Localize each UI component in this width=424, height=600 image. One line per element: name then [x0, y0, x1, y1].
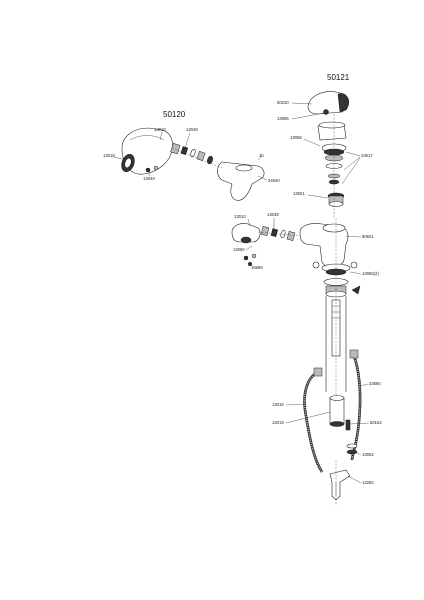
- part-label-13049: 13049: [143, 176, 155, 181]
- part-label-50921: 50921: [362, 234, 374, 239]
- part-label-50230: 50230: [277, 100, 289, 105]
- assembly-50120-title: 50120: [163, 110, 186, 119]
- part-label-13019: 13019: [272, 420, 284, 425]
- part-label-50162: 50162: [370, 420, 382, 425]
- part-label-13018: 13018: [103, 153, 115, 158]
- part-label-13016: 13016: [272, 402, 284, 407]
- part-label-13048-mid: 13048: [267, 212, 279, 217]
- part-label-13058: 13058: [290, 135, 302, 140]
- handle-cartridge-assembly-50121: [308, 92, 349, 218]
- part-label-23660: 23660: [369, 381, 381, 386]
- part-label-13010: 13010: [154, 127, 166, 132]
- svg-text:1b: 1b: [259, 153, 264, 158]
- part-label-13056: 13056(2): [362, 271, 379, 276]
- handle-screw: [324, 110, 329, 115]
- spray-head-assembly-50120: 1b: [119, 128, 264, 200]
- hoses: [305, 350, 361, 472]
- part-label-13282: 13282: [362, 480, 374, 485]
- bottom-bracket-13282: [330, 460, 350, 506]
- part-label-16588: 16588: [251, 265, 263, 270]
- spout-body-assembly: [232, 223, 348, 267]
- hose-fitting-top: [314, 368, 322, 376]
- pull-out-hose: [305, 372, 323, 472]
- part-label-13051: 13051: [293, 191, 305, 196]
- part-label-13010-mid: 13010: [234, 214, 246, 219]
- hose-weight: [330, 398, 344, 424]
- bracket-body: [330, 470, 350, 500]
- part-label-13060: 13060: [233, 247, 245, 252]
- part-label-23617: 23617: [361, 153, 373, 158]
- part-label-13048: 13048: [186, 127, 198, 132]
- part-label-13096: 13096: [277, 116, 289, 121]
- part-label-34940: 34940: [268, 178, 280, 183]
- labels-lower: 23660 13016 13019 50162 13052: [272, 381, 382, 457]
- assembly-50121-title: 50121: [327, 73, 350, 82]
- part-label-13052: 13052: [362, 452, 374, 457]
